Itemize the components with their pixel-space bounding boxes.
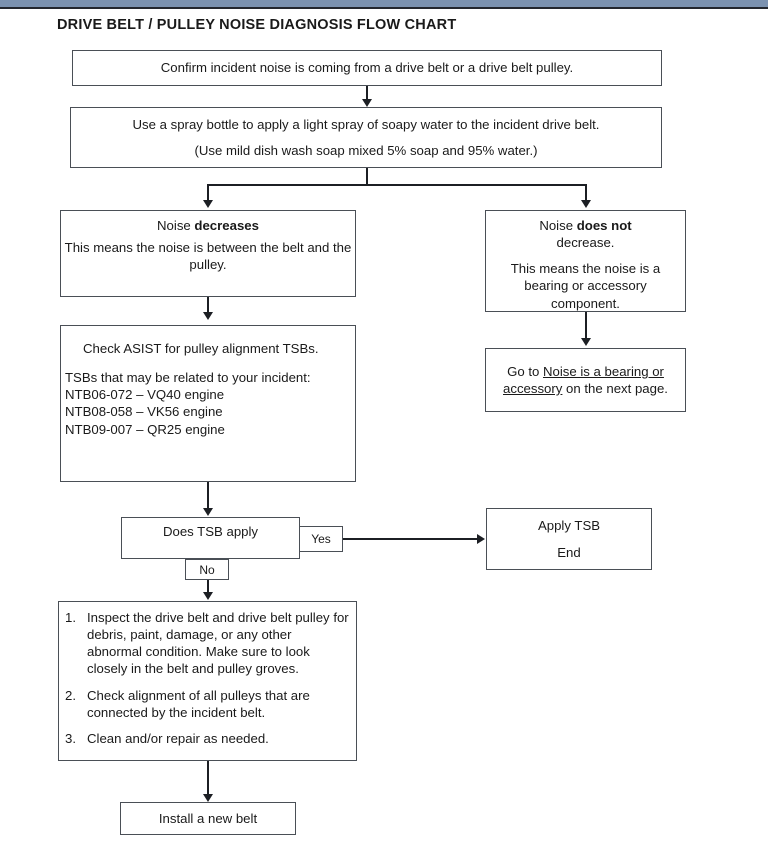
node-check-asist-tsb-1: NTB06-072 – VQ40 engine — [65, 387, 225, 403]
node-apply-tsb-line1: Apply TSB — [537, 518, 601, 534]
list-item: 1. Inspect the drive belt and drive belt… — [65, 609, 349, 678]
node-check-asist-tsb-3: NTB09-007 – QR25 engine — [65, 421, 225, 437]
node-install-new-belt: Install a new belt — [120, 802, 296, 835]
node-goto-next-page: Go to Noise is a bearing or accessory on… — [485, 348, 686, 412]
node-inspection-steps: 1. Inspect the drive belt and drive belt… — [58, 601, 357, 761]
arrowhead-asist-to-decision — [203, 508, 213, 516]
header-accent-bar — [0, 0, 768, 7]
connector-spray-stem — [366, 168, 368, 185]
node-noise-does-not-decrease-heading: Noise does not decrease. — [494, 217, 677, 251]
list-item-number: 1. — [65, 610, 76, 625]
arrowhead-to-noise-decreases — [203, 200, 213, 208]
list-item-number: 3. — [65, 730, 76, 746]
arrowhead-steps-to-install-belt — [203, 794, 213, 802]
node-does-tsb-apply-text: Does TSB apply — [162, 524, 259, 539]
connector-yes-to-apply-tsb — [343, 538, 477, 540]
list-item-number: 2. — [65, 687, 76, 703]
connector-not-decrease-to-next-page — [585, 312, 587, 338]
connector-steps-to-install-belt — [207, 761, 209, 795]
node-noise-decreases-body: This means the noise is between the belt… — [64, 240, 352, 273]
connector-no-to-steps — [207, 580, 209, 593]
connector-asist-to-decision — [207, 482, 209, 508]
node-noise-decreases: Noise decreases This means the noise is … — [60, 210, 356, 297]
list-item: 2. Check alignment of all pulleys that a… — [65, 687, 349, 721]
arrowhead-yes-to-apply-tsb — [477, 534, 485, 544]
list-item-text: Inspect the drive belt and drive belt pu… — [87, 610, 349, 677]
arrowhead-not-decrease-to-next-page — [581, 338, 591, 346]
node-noise-does-not-decrease-heading-prefix: Noise — [539, 218, 577, 233]
node-check-asist-tsb-2: NTB08-058 – VK56 engine — [65, 404, 223, 420]
node-noise-does-not-decrease-body: This means the noise is a bearing or acc… — [510, 261, 661, 311]
arrowhead-to-noise-does-not-decrease — [581, 200, 591, 208]
node-install-new-belt-text: Install a new belt — [158, 810, 258, 826]
list-item-text: Clean and/or repair as needed. — [87, 730, 269, 746]
node-does-tsb-apply: Does TSB apply — [121, 517, 300, 559]
connector-branch-crossbar — [207, 184, 585, 186]
node-apply-tsb-line2: End — [557, 544, 581, 560]
node-noise-decreases-heading: Noise decreases — [61, 217, 355, 234]
node-confirm-noise-source: Confirm incident noise is coming from a … — [72, 50, 662, 86]
edge-label-no: No — [185, 559, 229, 580]
node-apply-soapy-water-line1: Use a spray bottle to apply a light spra… — [132, 117, 600, 133]
node-goto-next-page-prefix: Go to — [507, 363, 543, 379]
page-title: DRIVE BELT / PULLEY NOISE DIAGNOSIS FLOW… — [57, 17, 457, 33]
connector-branch-right-drop — [585, 184, 587, 202]
node-goto-next-page-text: Go to Noise is a bearing or accessory on… — [495, 363, 676, 397]
node-check-asist: Check ASIST for pulley alignment TSBs. T… — [60, 325, 356, 482]
node-check-asist-heading: Check ASIST for pulley alignment TSBs. — [83, 341, 319, 356]
edge-label-yes: Yes — [299, 526, 343, 552]
node-apply-soapy-water: Use a spray bottle to apply a light spra… — [70, 107, 662, 168]
list-item-text: Check alignment of all pulleys that are … — [87, 687, 310, 720]
node-confirm-noise-source-text: Confirm incident noise is coming from a … — [160, 60, 574, 76]
node-goto-next-page-link: Noise is a bearing or accessory — [503, 363, 664, 396]
arrowhead-noise-decreases-to-asist — [203, 312, 213, 320]
connector-confirm-to-spray — [366, 86, 368, 102]
arrowhead-no-to-steps — [203, 592, 213, 600]
node-apply-tsb-end: Apply TSB End — [486, 508, 652, 570]
node-goto-next-page-suffix: on the next page. — [562, 381, 668, 396]
connector-branch-left-drop — [207, 184, 209, 202]
node-noise-does-not-decrease: Noise does not decrease. This means the … — [485, 210, 686, 312]
list-item: 3. Clean and/or repair as needed. — [65, 730, 349, 747]
connector-noise-decreases-to-asist — [207, 297, 209, 312]
node-noise-decreases-heading-prefix: Noise — [157, 218, 195, 233]
node-noise-decreases-heading-bold: decreases — [194, 218, 259, 233]
node-noise-does-not-decrease-heading-suffix: decrease. — [556, 235, 615, 251]
node-check-asist-body: TSBs that may be related to your inciden… — [65, 370, 311, 386]
node-apply-soapy-water-line2: (Use mild dish wash soap mixed 5% soap a… — [194, 142, 538, 158]
arrowhead-confirm-to-spray — [362, 99, 372, 107]
node-noise-does-not-decrease-heading-bold: does not — [576, 218, 632, 233]
header-divider-rule — [0, 7, 768, 9]
